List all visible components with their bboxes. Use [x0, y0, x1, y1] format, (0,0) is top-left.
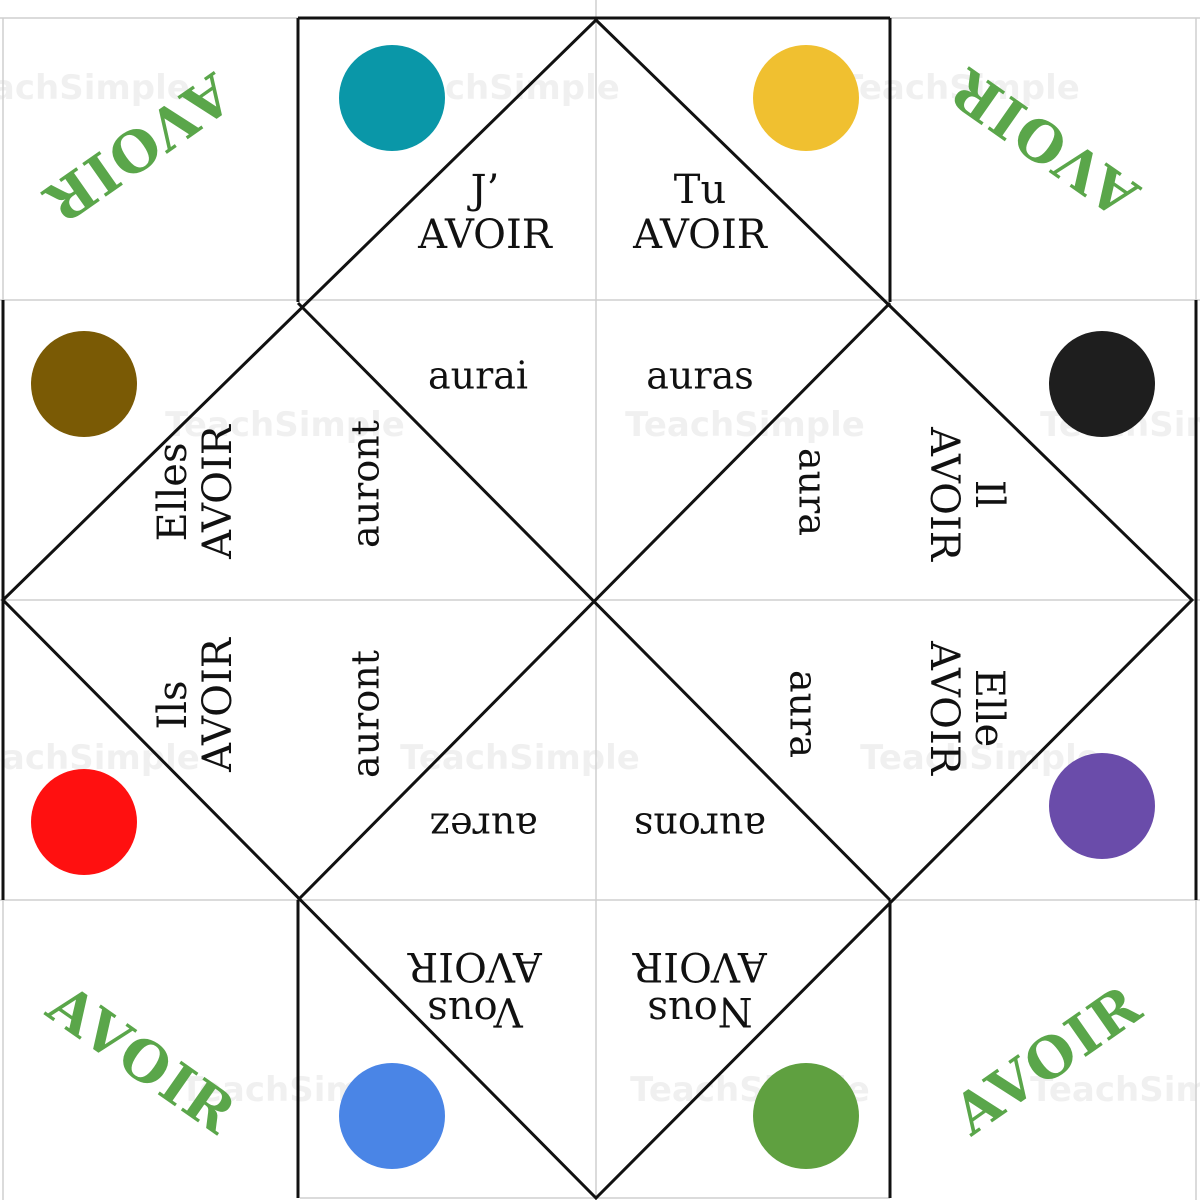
conjugation-vous: aurez [430, 804, 538, 849]
pronoun-tu: Tu [673, 167, 727, 214]
blue-dot[interactable] [339, 1063, 445, 1169]
watermark: TeachSimple [1030, 1070, 1200, 1110]
green-dot[interactable] [753, 1063, 859, 1169]
watermark: TeachSimple [840, 68, 1080, 108]
pronoun-il: Il [965, 479, 1012, 509]
inner-diamond [296, 301, 892, 902]
pronoun-flap-vous[interactable]: Vous AVOIR [408, 943, 542, 1034]
conjugation-il: aura [790, 448, 835, 536]
watermark: TeachSimple [165, 405, 405, 445]
pronoun-ils: Ils [150, 680, 197, 730]
conjugation-je: aurai [427, 353, 529, 398]
pronoun-elles: Elles [150, 442, 197, 542]
verb-nous: AVOIR [633, 943, 767, 989]
conjugation-tu: auras [646, 353, 754, 398]
outer-diamond [0, 17, 1195, 1200]
verb-tu: AVOIR [633, 212, 767, 258]
pronoun-flap-elles[interactable]: Elles AVOIR [150, 425, 241, 559]
conjugation-elles: auront [343, 420, 388, 548]
verb-il: AVOIR [921, 427, 967, 561]
pronoun-flap-je[interactable]: J’ AVOIR [418, 168, 552, 258]
pronoun-vous: Vous [427, 987, 523, 1034]
pronoun-je: J’ [470, 167, 500, 214]
watermark: TeachSimple [860, 738, 1100, 778]
verb-vous: AVOIR [408, 943, 542, 989]
pronoun-elle: Elle [965, 668, 1012, 748]
pronoun-flap-elle[interactable]: Elle AVOIR [921, 641, 1012, 775]
yellow-dot[interactable] [753, 45, 859, 151]
teal-dot[interactable] [339, 45, 445, 151]
pronoun-flap-nous[interactable]: Nous AVOIR [633, 943, 767, 1034]
black-dot[interactable] [1049, 331, 1155, 437]
conjugation-ils: auront [343, 650, 388, 778]
frame-lines [1, 16, 1198, 1198]
watermark: TeachSimple [625, 405, 865, 445]
conjugation-elle: aura [781, 670, 826, 758]
verb-je: AVOIR [418, 212, 552, 258]
watermark: TeachSimple [0, 68, 190, 108]
verb-elle: AVOIR [921, 641, 967, 775]
verb-elles: AVOIR [195, 425, 241, 559]
pronoun-flap-ils[interactable]: Ils AVOIR [150, 638, 241, 772]
brown-dot[interactable] [31, 331, 137, 437]
purple-dot[interactable] [1049, 753, 1155, 859]
pronoun-flap-tu[interactable]: Tu AVOIR [633, 168, 767, 258]
red-dot[interactable] [31, 769, 137, 875]
verb-ils: AVOIR [195, 638, 241, 772]
pronoun-flap-il[interactable]: Il AVOIR [921, 427, 1012, 561]
pronoun-nous: Nous [647, 987, 753, 1034]
conjugation-nous: aurons [633, 804, 767, 849]
